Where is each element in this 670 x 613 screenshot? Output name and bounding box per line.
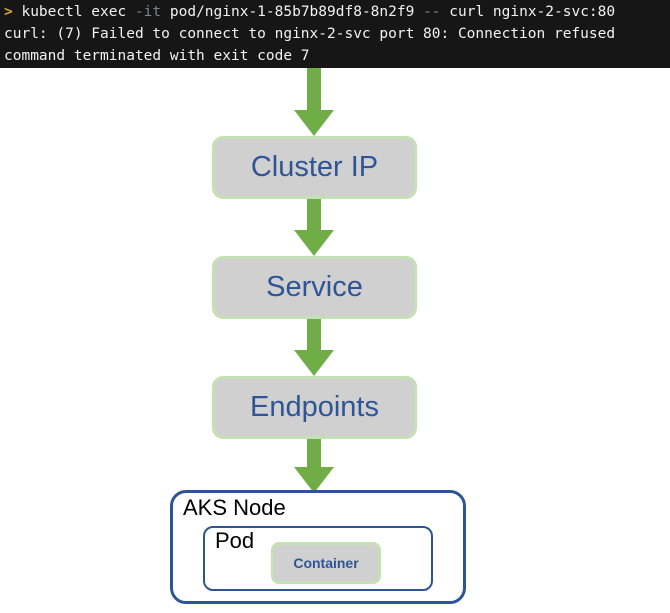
stage-box-cluster-ip[interactable]: Cluster IP [212,136,417,199]
arrow-shaft [307,199,321,230]
terminal-prompt-symbol: > [4,4,13,20]
stage-label: Endpoints [250,391,379,423]
arrow-cluster-ip-to-service [294,199,334,256]
stage-label: Service [266,271,363,303]
terminal-line: command terminated with exit code 7 [0,45,670,67]
terminal-output: > kubectl exec -it pod/nginx-1-85b7b89df… [0,0,670,68]
arrow-head [294,110,334,136]
arrow-service-to-endpoints [294,319,334,376]
terminal-line: curl: (7) Failed to connect to nginx-2-s… [0,23,670,45]
arrow-shaft [307,319,321,350]
arrow-head [294,350,334,376]
stage-box-service[interactable]: Service [212,256,417,319]
terminal-flag-it: -it [134,4,162,20]
stage-label: Cluster IP [250,151,379,183]
aks-node-label: AKS Node [183,495,286,520]
terminal-command-text: kubectl exec [12,4,135,20]
arrow-head [294,230,334,256]
arrow-shaft [307,68,321,110]
pod-container[interactable]: Pod Container [203,526,433,591]
aks-node-container[interactable]: AKS Node Pod Container [170,490,466,604]
terminal-curl-target: curl nginx-2-svc:80 [440,4,616,20]
stage-box-endpoints[interactable]: Endpoints [212,376,417,439]
arrow-head [294,467,334,493]
container-label: Container [293,555,359,571]
arrow-terminal-to-cluster-ip [294,68,334,136]
arrow-shaft [307,439,321,467]
pod-label: Pod [215,528,255,553]
terminal-line: > kubectl exec -it pod/nginx-1-85b7b89df… [0,1,670,23]
arrow-endpoints-to-aks-node [294,439,334,493]
terminal-error-message: curl: (7) Failed to connect to nginx-2-s… [4,26,616,42]
terminal-exit-code-message: command terminated with exit code 7 [4,48,310,64]
terminal-double-dash: -- [423,4,441,20]
terminal-pod-name: pod/nginx-1-85b7b89df8-8n2f9 [161,4,424,20]
container-box[interactable]: Container [271,542,381,584]
